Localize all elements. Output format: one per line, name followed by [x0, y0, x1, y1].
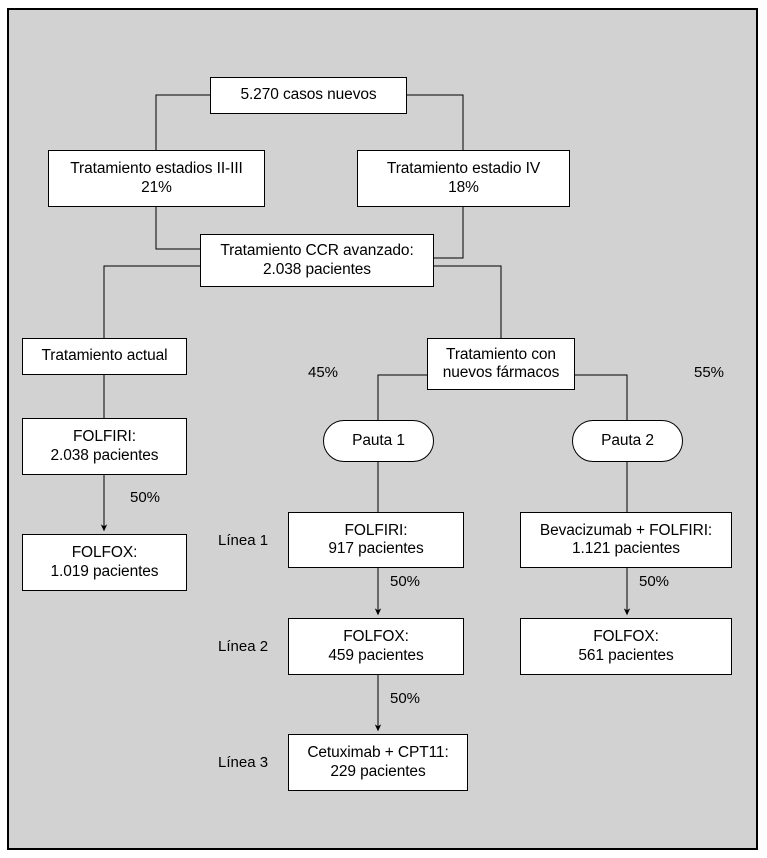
edge-label-p2-l1-l2-50: 50% — [639, 573, 670, 590]
node-pauta-2[interactable]: Pauta 2 — [572, 420, 683, 462]
node-line-1: Tratamiento estadios II-III — [70, 160, 243, 178]
node-tratamiento-nuevos-farmacos[interactable]: Tratamiento con nuevos fármacos — [427, 338, 575, 390]
node-line-1: Tratamiento actual — [41, 347, 168, 365]
node-line-1: Pauta 1 — [352, 431, 405, 449]
edge-label-p1-l1-l2-50: 50% — [390, 573, 421, 590]
node-line-1: FOLFIRI: — [344, 521, 408, 539]
node-line-2: 1.121 pacientes — [572, 540, 680, 557]
node-line-2: 2.038 pacientes — [263, 260, 371, 278]
node-tratamiento-estadios-ii-iii[interactable]: Tratamiento estadios II-III 21% — [48, 150, 265, 207]
node-pauta-1[interactable]: Pauta 1 — [323, 420, 434, 462]
edge-label-p1-l2-l3-50: 50% — [390, 690, 421, 707]
node-line-1: Tratamiento con — [446, 345, 556, 363]
label-linea-1: Línea 1 — [218, 532, 269, 549]
node-line-2: 229 pacientes — [330, 762, 426, 780]
node-line-1: Pauta 2 — [601, 431, 654, 449]
node-line-2: 459 pacientes — [328, 646, 424, 664]
node-tratamiento-ccr-avanzado[interactable]: Tratamiento CCR avanzado: 2.038 paciente… — [200, 234, 434, 287]
node-line-2: 561 pacientes — [578, 646, 674, 664]
node-line-2: 18% — [448, 178, 479, 196]
edge-label-pauta2-share: 55% — [694, 364, 725, 381]
node-line-1: FOLFIRI: — [73, 428, 136, 446]
node-line-2: 2.038 pacientes — [50, 446, 159, 464]
node-line-1: Tratamiento CCR avanzado: — [220, 242, 414, 260]
edge-label-pauta1-share: 45% — [308, 364, 339, 381]
node-line-2: nuevos fármacos — [442, 364, 560, 381]
node-actual-folfiri[interactable]: FOLFIRI: 2.038 pacientes — [22, 418, 187, 475]
node-pauta1-linea3-cetuximab[interactable]: Cetuximab + CPT11: 229 pacientes — [288, 734, 468, 791]
node-pauta2-linea2-folfox[interactable]: FOLFOX: 561 pacientes — [520, 618, 732, 675]
node-line-2: 917 pacientes — [328, 540, 424, 557]
node-pauta1-linea2-folfox[interactable]: FOLFOX: 459 pacientes — [288, 618, 464, 675]
edge-label-actual-50: 50% — [130, 489, 161, 506]
node-line-2: 21% — [141, 178, 172, 196]
node-pauta1-linea1-folfiri[interactable]: FOLFIRI: 917 pacientes — [288, 512, 464, 568]
node-line-1: Cetuximab + CPT11: — [307, 744, 449, 762]
node-pauta2-linea1-bevacizumab[interactable]: Bevacizumab + FOLFIRI: 1.121 pacientes — [520, 512, 732, 568]
node-line-1: FOLFOX: — [71, 544, 138, 562]
label-linea-3: Línea 3 — [218, 754, 269, 771]
node-line-1: FOLFOX: — [343, 628, 409, 646]
node-line-2: 1.019 pacientes — [50, 562, 159, 580]
node-actual-folfox[interactable]: FOLFOX: 1.019 pacientes — [22, 534, 187, 591]
node-line-1: Tratamiento estadio IV — [386, 160, 541, 178]
node-tratamiento-estadio-iv[interactable]: Tratamiento estadio IV 18% — [357, 150, 570, 207]
node-line-1: Bevacizumab + FOLFIRI: — [539, 521, 713, 539]
label-linea-2: Línea 2 — [218, 638, 269, 655]
node-line-1: FOLFOX: — [593, 628, 659, 646]
node-casos-nuevos[interactable]: 5.270 casos nuevos — [210, 77, 407, 114]
node-tratamiento-actual[interactable]: Tratamiento actual — [22, 338, 187, 375]
node-line-1: 5.270 casos nuevos — [240, 86, 377, 104]
